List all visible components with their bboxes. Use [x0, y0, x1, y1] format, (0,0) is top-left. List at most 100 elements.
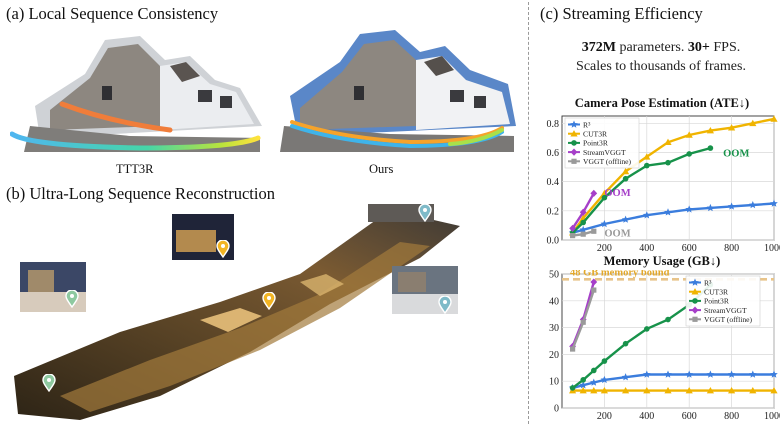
- pose-estimation-chart: 0.00.20.40.60.82004006008001000OOMOOMOOM…: [547, 115, 780, 254]
- data-point-cut3r: [706, 126, 714, 134]
- legend-label-streamvggt: StreamVGGT: [704, 306, 747, 315]
- data-point-point3r: [644, 326, 650, 332]
- data-point-r3: [749, 370, 757, 378]
- data-point-r3: [727, 370, 736, 378]
- location-pin-icon: [216, 240, 230, 258]
- y-tick-label: 0: [554, 404, 559, 415]
- x-tick-label: 800: [724, 411, 739, 422]
- oom-annotation: OOM: [604, 229, 630, 240]
- data-point-cut3r: [728, 386, 736, 394]
- data-point-point3r: [622, 175, 629, 182]
- section-c-title: (c) Streaming Efficiency: [540, 4, 703, 23]
- data-point-vggt: [570, 346, 576, 352]
- y-tick-label: 40: [549, 296, 559, 307]
- ttt3r-reconstruction-image: [10, 26, 272, 158]
- x-tick-label: 600: [682, 411, 697, 422]
- data-point-r3: [749, 200, 757, 209]
- data-point-r3: [685, 370, 693, 378]
- x-tick-label: 200: [597, 411, 612, 422]
- data-point-point3r: [601, 358, 608, 364]
- data-point-r3: [706, 370, 715, 378]
- legend-marker-point3r: [692, 298, 698, 304]
- memory-usage-chart: 01020304050200400600800100048 GB memory …: [549, 270, 780, 422]
- legend-marker-r3: [570, 120, 578, 128]
- scaling-text: Scales to thousands of frames.: [576, 59, 746, 74]
- series-line-point3r: [571, 146, 711, 234]
- x-tick-label: 600: [682, 243, 697, 254]
- data-point-cut3r: [770, 115, 778, 122]
- x-tick-label: 400: [639, 243, 654, 254]
- location-pin-icon: [262, 292, 276, 310]
- location-pin-icon: [65, 290, 79, 308]
- ours-caption: Ours: [369, 162, 394, 176]
- x-tick-label: 1000: [764, 243, 780, 254]
- legend-marker-point3r: [571, 140, 577, 146]
- data-point-r3: [579, 381, 587, 389]
- data-point-r3: [621, 373, 630, 381]
- data-point-point3r: [686, 151, 692, 157]
- legend-label-cut3r: CUT3R: [704, 288, 729, 297]
- legend-marker-cut3r: [570, 130, 578, 137]
- section-divider: [528, 2, 529, 424]
- data-point-vggt: [580, 231, 586, 237]
- data-point-cut3r: [664, 138, 672, 146]
- data-point-point3r: [591, 367, 597, 374]
- data-point-cut3r: [622, 167, 630, 175]
- data-point-r3: [706, 203, 715, 212]
- y-tick-label: 50: [549, 270, 559, 281]
- ultra-long-reconstruction-image: [0, 200, 528, 426]
- location-pin-icon: [438, 296, 452, 314]
- ours-reconstruction-image: [270, 26, 520, 158]
- data-point-cut3r: [770, 386, 778, 394]
- memory-bound-label: 48 GB memory bound: [570, 270, 670, 278]
- y-tick-label: 0.6: [547, 148, 560, 159]
- legend-label-vggt: VGGT (offline): [704, 315, 752, 324]
- data-point-point3r: [707, 145, 714, 151]
- data-point-vggt: [580, 319, 586, 325]
- data-point-cut3r: [643, 386, 651, 394]
- data-point-point3r: [644, 162, 650, 169]
- data-point-streamvggt: [579, 208, 587, 216]
- legend-label-streamvggt: StreamVGGT: [583, 148, 626, 157]
- legend-marker-vggt: [692, 316, 698, 322]
- data-point-cut3r: [664, 386, 672, 394]
- data-point-cut3r: [622, 386, 630, 394]
- oom-annotation: OOM: [604, 188, 630, 199]
- data-point-r3: [621, 215, 630, 223]
- data-point-point3r: [601, 194, 608, 201]
- data-point-cut3r: [749, 386, 757, 394]
- data-point-r3: [770, 370, 778, 378]
- data-point-r3: [664, 370, 672, 378]
- ttt3r-caption: TTT3R: [116, 162, 154, 176]
- data-point-r3: [643, 370, 651, 378]
- y-tick-label: 30: [549, 323, 559, 334]
- data-point-r3: [685, 205, 693, 213]
- data-point-vggt: [591, 287, 597, 293]
- y-tick-label: 0.0: [547, 236, 560, 247]
- data-point-r3: [664, 208, 672, 216]
- location-pin-icon: [42, 374, 56, 392]
- data-point-point3r: [569, 385, 576, 391]
- data-point-cut3r: [685, 386, 693, 394]
- data-point-point3r: [580, 377, 586, 383]
- x-tick-label: 1000: [764, 411, 780, 422]
- pose-chart-title: Camera Pose Estimation (ATE↓): [574, 96, 750, 110]
- x-tick-label: 200: [597, 243, 612, 254]
- params-text: parameters.: [615, 40, 688, 55]
- data-point-r3: [590, 378, 598, 386]
- efficiency-stats: 372M parameters. 30+ FPS. Scales to thou…: [540, 38, 782, 76]
- y-tick-label: 0.4: [547, 177, 560, 188]
- data-point-cut3r: [579, 386, 587, 394]
- legend-label-cut3r: CUT3R: [583, 130, 608, 139]
- data-point-cut3r: [590, 386, 598, 394]
- section-a-title: (a) Local Sequence Consistency: [6, 4, 219, 23]
- data-point-r3: [643, 211, 651, 219]
- data-point-streamvggt: [590, 189, 598, 197]
- memory-chart-title: Memory Usage (GB↓): [603, 254, 721, 268]
- x-tick-label: 800: [724, 243, 739, 254]
- data-point-point3r: [580, 219, 586, 226]
- params-value: 372M: [581, 40, 616, 55]
- legend-marker-cut3r: [691, 288, 699, 295]
